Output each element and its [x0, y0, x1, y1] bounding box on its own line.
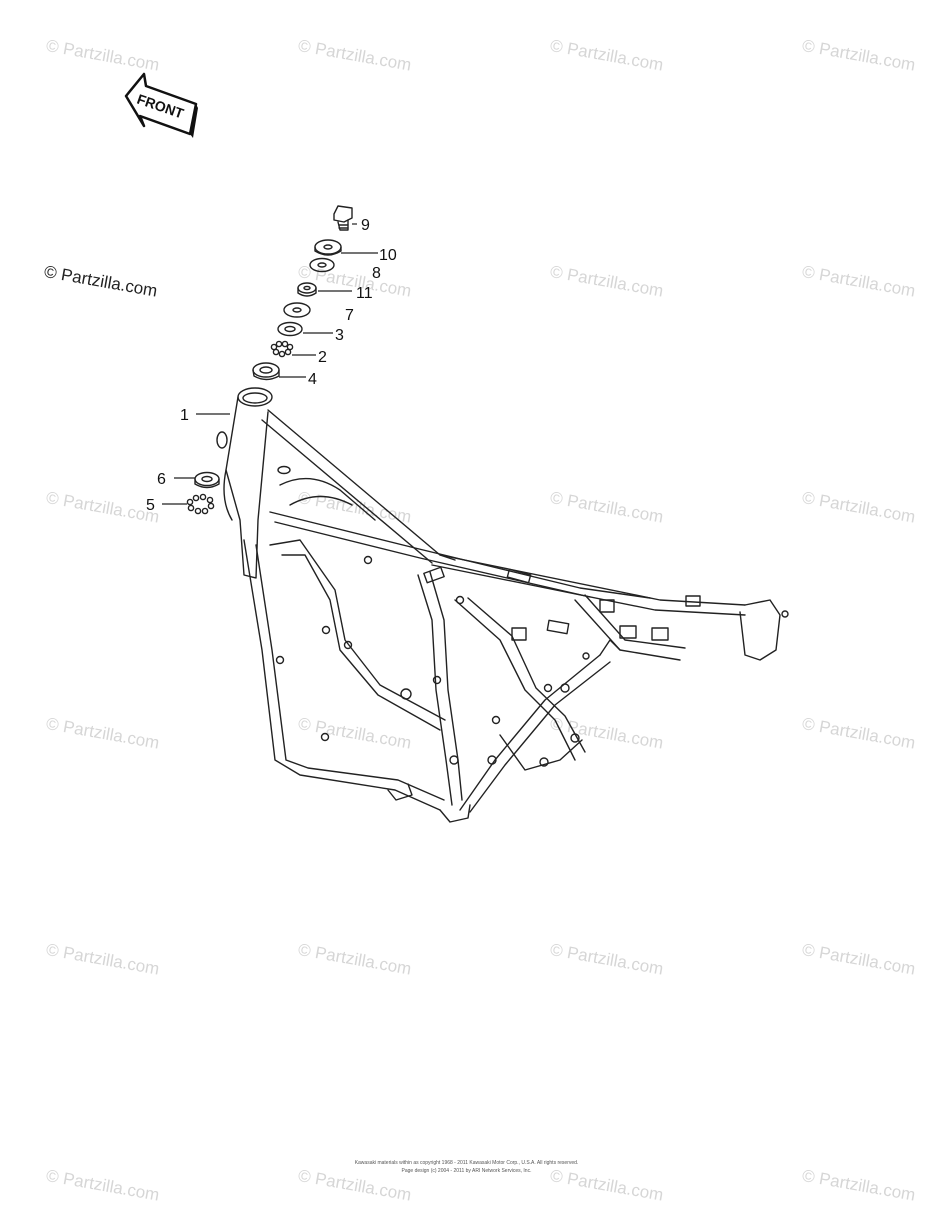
- callout-7: 7: [345, 307, 354, 324]
- callout-2: 2: [318, 349, 327, 366]
- callout-labels: 9 10 8 11 7 3 2 4 1 6 5: [146, 217, 397, 514]
- copyright-line: Kawasaki materials within as copyright 1…: [354, 1160, 579, 1166]
- lower-balls-part-5: [186, 493, 215, 515]
- leader-lines: [162, 223, 378, 505]
- callout-1: 1: [180, 407, 189, 424]
- cone-race-part-3: [277, 321, 303, 337]
- front-arrow-icon: FRONT: [124, 72, 198, 138]
- lower-race-part-6: [194, 471, 220, 489]
- head-bolt-part-9: [333, 205, 353, 231]
- callout-8: 8: [372, 265, 381, 282]
- frame-part-1: [216, 387, 789, 823]
- callout-4: 4: [308, 371, 317, 388]
- washer-part-10: [314, 239, 342, 256]
- nut-part-11: [297, 282, 317, 297]
- callout-11: 11: [356, 285, 373, 302]
- callout-10: 10: [379, 247, 397, 264]
- page-design-line: Page design (c) 2004 - 2011 by ARI Netwo…: [401, 1168, 532, 1174]
- callout-6: 6: [157, 471, 166, 488]
- callout-9: 9: [361, 217, 370, 234]
- washer-part-7: [283, 302, 311, 318]
- outer-race-part-4: [252, 362, 280, 381]
- washer-part-8: [309, 257, 335, 273]
- callout-3: 3: [335, 327, 344, 344]
- callout-5: 5: [146, 497, 155, 514]
- frame-drawing: [186, 205, 789, 823]
- steel-balls-part-2: [270, 340, 294, 358]
